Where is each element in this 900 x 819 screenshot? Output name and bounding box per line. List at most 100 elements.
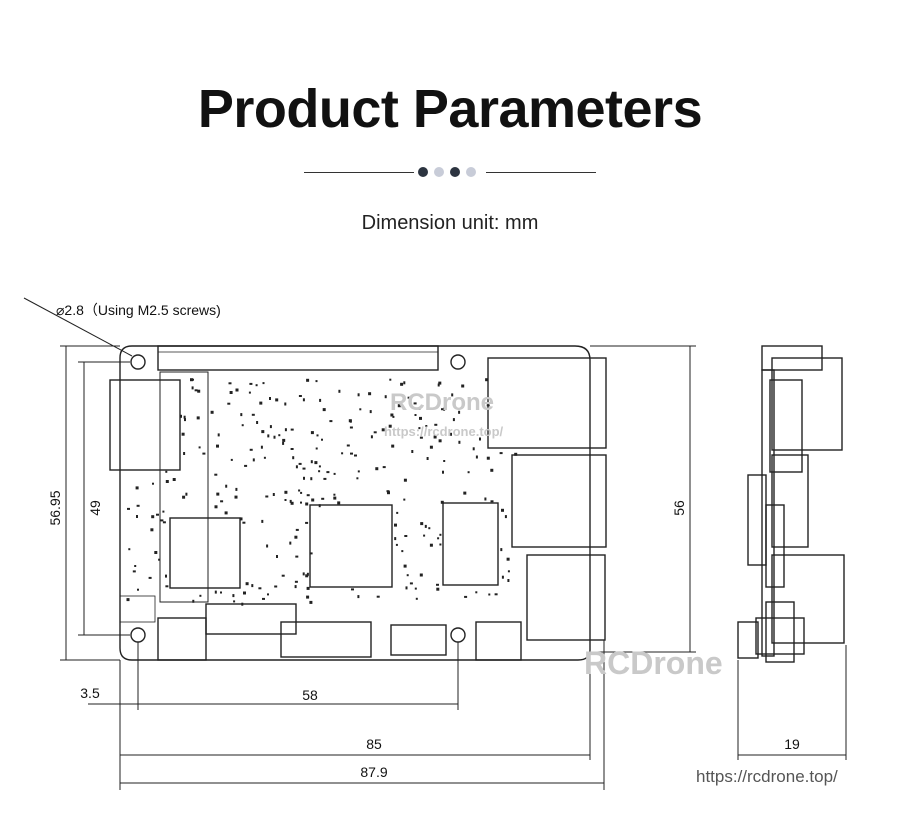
smd-part — [319, 398, 322, 402]
smd-part — [295, 528, 299, 531]
smd-part — [514, 452, 518, 456]
smd-part — [135, 486, 139, 490]
side-left-block-1 — [747, 474, 767, 566]
smd-part — [151, 515, 155, 519]
smd-part — [154, 551, 158, 554]
chip-soc — [309, 504, 393, 588]
smd-part — [249, 448, 253, 451]
smd-part — [504, 515, 507, 519]
dimension-unit-label: Dimension unit: mm — [361, 212, 539, 234]
smd-part — [282, 438, 286, 442]
smd-part — [281, 574, 285, 577]
smd-part — [411, 450, 414, 453]
smd-part — [265, 495, 269, 498]
smd-part — [403, 381, 406, 385]
smd-part — [290, 448, 294, 450]
smd-part — [165, 470, 168, 473]
smd-part — [181, 432, 185, 436]
smd-part — [235, 487, 238, 491]
smd-part — [150, 528, 154, 532]
bottom-port-6 — [119, 595, 156, 623]
smd-part — [405, 586, 408, 590]
smd-part — [128, 548, 131, 551]
smd-part — [507, 579, 510, 582]
smd-part — [333, 493, 336, 496]
smd-part — [261, 430, 265, 434]
smd-part — [269, 425, 272, 429]
smd-part — [373, 431, 377, 434]
smd-part — [392, 415, 395, 418]
smd-part — [137, 588, 139, 591]
smd-components — [126, 378, 518, 606]
smd-part — [256, 421, 259, 424]
smd-part — [158, 558, 161, 561]
smd-part — [403, 498, 406, 501]
smd-part — [252, 458, 255, 462]
smd-part — [244, 464, 248, 467]
smd-part — [180, 414, 182, 418]
smd-part — [310, 460, 313, 464]
smd-part — [132, 570, 136, 573]
smd-part — [217, 433, 220, 437]
smd-part — [224, 511, 228, 515]
smd-part — [267, 434, 270, 438]
smd-part — [409, 582, 413, 585]
dot-1 — [418, 167, 428, 177]
watermark-brand-large: RCDrone — [584, 645, 723, 681]
smd-part — [341, 452, 344, 455]
smd-part — [420, 522, 424, 526]
smd-part — [233, 600, 236, 603]
smd-part — [338, 389, 341, 393]
smd-part — [269, 397, 271, 400]
smd-part — [127, 507, 130, 510]
smd-part — [274, 585, 278, 588]
smd-part — [486, 404, 490, 407]
smd-part — [262, 597, 265, 600]
smd-part — [292, 456, 295, 460]
watermark-url-small: https://rcdrone.top/ — [384, 424, 504, 439]
smd-part — [441, 408, 443, 411]
smd-part — [289, 541, 292, 545]
smd-part — [305, 521, 309, 524]
bottom-port-2 — [205, 603, 297, 635]
smd-part — [490, 468, 494, 472]
smd-part — [376, 595, 380, 598]
smd-part — [425, 425, 428, 427]
smd-part — [418, 427, 421, 430]
smd-part — [214, 505, 218, 509]
smd-part — [306, 586, 310, 590]
smd-part — [194, 389, 198, 392]
smd-part — [475, 591, 478, 594]
watermark-brand: RCDrone — [390, 389, 494, 416]
smd-part — [357, 595, 360, 599]
smd-part — [501, 575, 504, 579]
port-usb-1 — [511, 454, 607, 548]
smd-part — [437, 383, 440, 387]
smd-part — [290, 501, 294, 505]
smd-part — [400, 382, 404, 386]
smd-part — [276, 555, 278, 558]
smd-part — [351, 588, 354, 591]
dim-56-95: 56.95 — [47, 490, 63, 525]
inner-module-area — [159, 371, 209, 603]
smd-part — [506, 557, 510, 561]
smd-part — [228, 382, 232, 385]
side-bottom-conn-3 — [755, 617, 805, 655]
smd-part — [433, 435, 437, 439]
mounting-hole-bl — [130, 627, 146, 643]
smd-part — [396, 511, 399, 514]
smd-part — [415, 597, 418, 600]
smd-part — [419, 436, 423, 439]
smd-part — [263, 456, 266, 459]
smd-part — [333, 472, 336, 475]
side-pcb — [761, 369, 775, 657]
smd-part — [251, 413, 255, 416]
smd-part — [310, 431, 314, 435]
dimension-lines — [60, 345, 847, 790]
smd-part — [306, 572, 309, 576]
smd-part — [439, 533, 442, 536]
smd-part — [368, 392, 372, 396]
smd-part — [302, 572, 305, 576]
smd-part — [419, 416, 422, 420]
side-left-block-2 — [765, 504, 785, 588]
